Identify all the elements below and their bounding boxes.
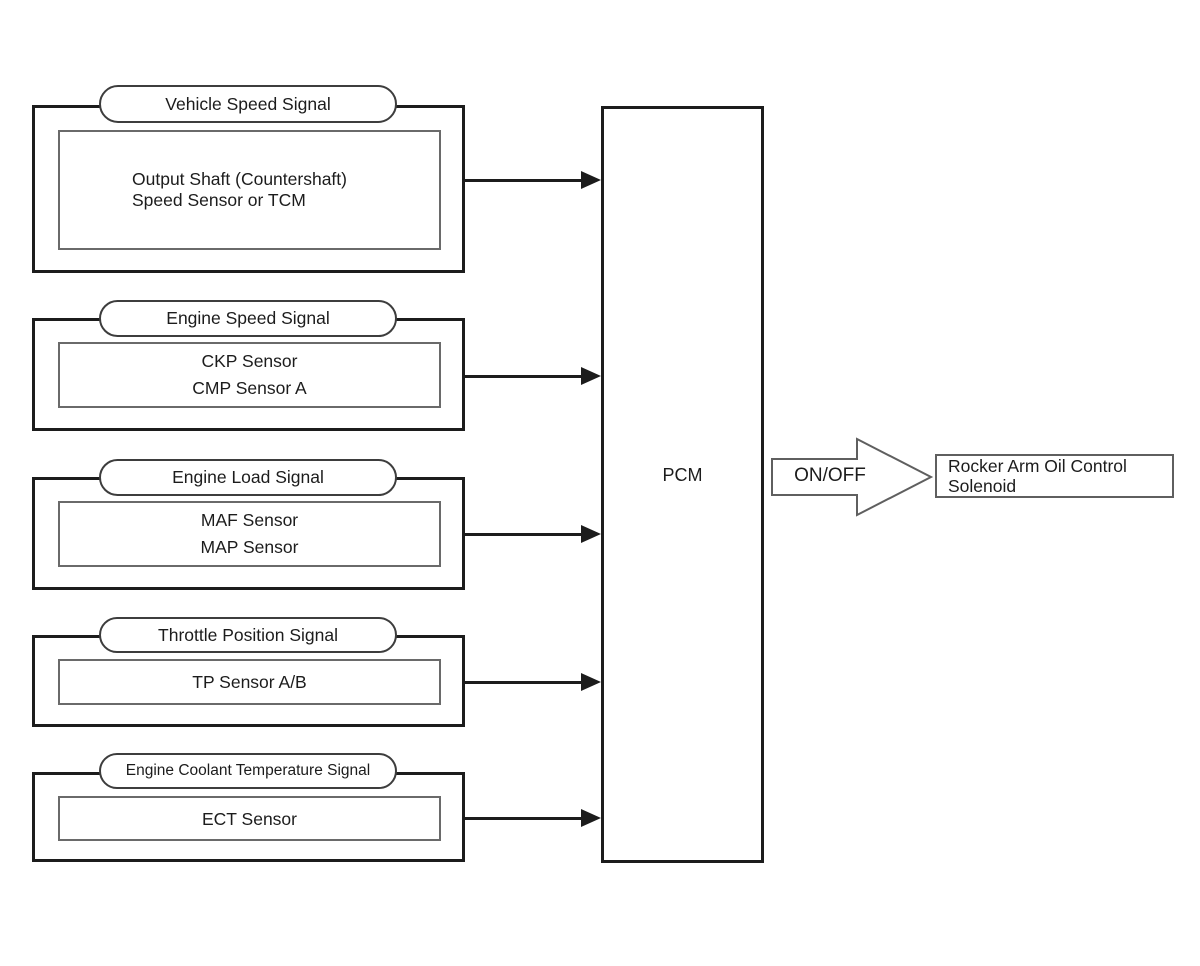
- sensor-line: ECT Sensor: [202, 808, 297, 829]
- solenoid-line: Rocker Arm Oil Control: [948, 456, 1127, 476]
- arrowhead-icon: [581, 171, 601, 189]
- sensor-line: CKP Sensor: [201, 351, 298, 371]
- signal-label-throttle-position: Throttle Position Signal: [99, 617, 397, 653]
- sensor-box-coolant-temperature: ECT Sensor: [58, 796, 441, 841]
- arrowhead-icon: [581, 367, 601, 385]
- arrowhead-icon: [581, 673, 601, 691]
- signal-label-coolant-temperature: Engine Coolant Temperature Signal: [99, 753, 397, 789]
- arrow-engine-speed-to-pcm: [465, 375, 587, 378]
- pill-label: Engine Speed Signal: [166, 308, 330, 328]
- arrow-engine-load-to-pcm: [465, 533, 587, 536]
- arrowhead-icon: [581, 525, 601, 543]
- solenoid-box: Rocker Arm Oil Control Solenoid: [935, 454, 1174, 498]
- on-off-label: ON/OFF: [794, 465, 866, 486]
- pill-label: Engine Load Signal: [172, 467, 324, 487]
- arrow-vehicle-speed-to-pcm: [465, 179, 587, 182]
- signal-label-engine-speed: Engine Speed Signal: [99, 300, 397, 337]
- sensor-line: TP Sensor A/B: [192, 672, 307, 692]
- sensor-line: MAF Sensor: [200, 510, 299, 530]
- pcm-label: PCM: [662, 465, 703, 485]
- signal-label-vehicle-speed: Vehicle Speed Signal: [99, 85, 397, 123]
- solenoid-line: Solenoid: [948, 476, 1017, 496]
- sensor-box-vehicle-speed: Output Shaft (Countershaft) Speed Sensor…: [58, 130, 441, 250]
- sensor-line: MAP Sensor: [200, 537, 299, 557]
- sensor-line: Speed Sensor or TCM: [132, 190, 306, 210]
- sensor-line: Output Shaft (Countershaft): [132, 169, 347, 189]
- signal-label-engine-load: Engine Load Signal: [99, 459, 397, 496]
- pill-label: Vehicle Speed Signal: [165, 93, 331, 114]
- sensor-box-engine-speed: CKP Sensor CMP Sensor A: [58, 342, 441, 408]
- sensor-box-engine-load: MAF Sensor MAP Sensor: [58, 501, 441, 567]
- sensor-line: CMP Sensor A: [192, 378, 307, 398]
- sensor-box-throttle-position: TP Sensor A/B: [58, 659, 441, 705]
- pill-label: Throttle Position Signal: [158, 624, 338, 645]
- arrow-coolant-temperature-to-pcm: [465, 817, 587, 820]
- pill-label: Engine Coolant Temperature Signal: [125, 762, 371, 779]
- pcm-box: [601, 106, 764, 863]
- on-off-block-arrow-icon: [771, 437, 934, 517]
- arrowhead-icon: [581, 809, 601, 827]
- arrow-throttle-position-to-pcm: [465, 681, 587, 684]
